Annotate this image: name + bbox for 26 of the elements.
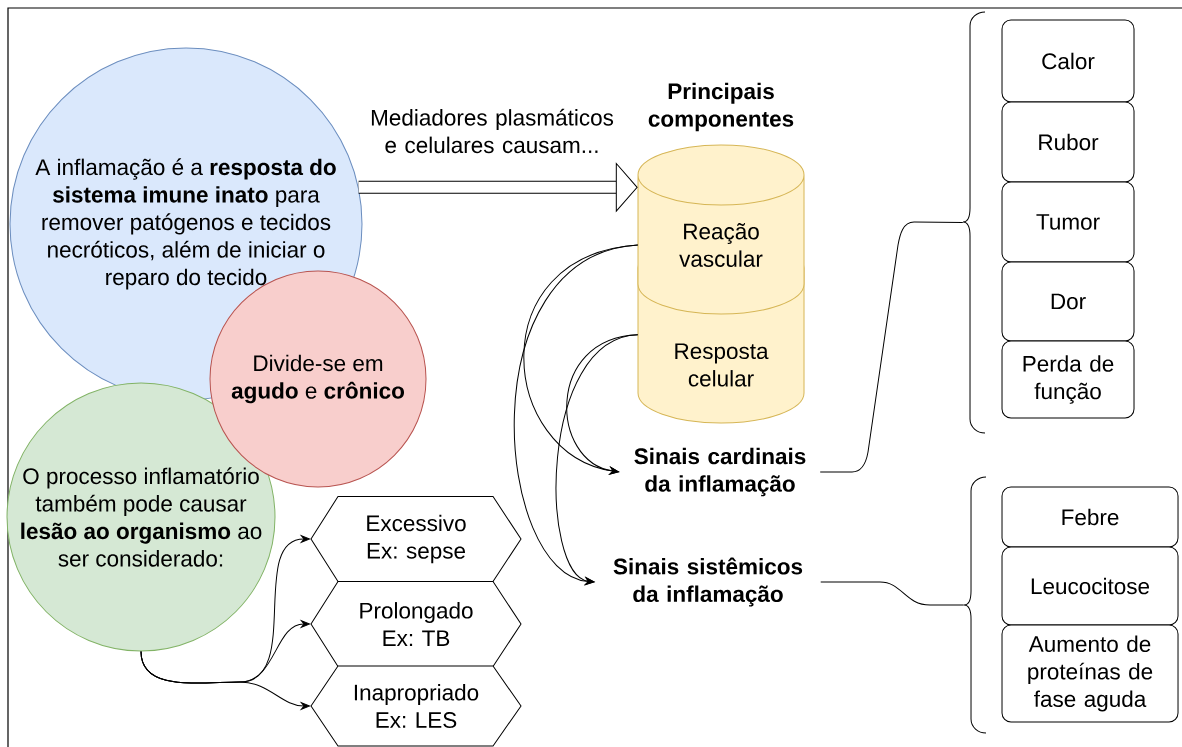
curved-arrow xyxy=(140,651,310,710)
sign-box: Aumento de proteínas de fase aguda xyxy=(1001,624,1179,723)
curly-brace xyxy=(962,11,986,434)
curved-arrow xyxy=(555,334,639,585)
curved-arrow xyxy=(513,244,639,586)
cylinder-section: Reação vascular xyxy=(637,144,805,315)
heading-text: Principais componentes xyxy=(648,82,794,132)
connector-line xyxy=(820,581,965,606)
sign-box: Dor xyxy=(1001,261,1135,342)
hexagon-box: Inapropriado Ex: LES xyxy=(310,665,522,747)
node-label: Resposta celular xyxy=(675,343,769,387)
category-label: Sinais sistêmicos da inflamação xyxy=(613,557,803,607)
sign-box: Leucocitose xyxy=(1001,546,1179,626)
connector-line xyxy=(819,221,964,473)
hexagon-box: Prolongado Ex: TB xyxy=(310,581,522,667)
node-label: Leucocitose xyxy=(1031,577,1150,595)
sign-box: Perda de função xyxy=(1001,340,1135,419)
curly-brace xyxy=(963,476,987,734)
sign-box: Febre xyxy=(1001,486,1179,548)
category-label: Sinais cardinais da inflamação xyxy=(634,447,806,497)
node-label: Inapropriado Ex: LES xyxy=(354,683,479,729)
hexagon-box: Excessivo Ex: sepse xyxy=(310,496,522,582)
sign-box: Rubor xyxy=(1001,101,1135,183)
sign-box: Calor xyxy=(1001,19,1135,103)
sign-box: Tumor xyxy=(1001,181,1135,263)
block-arrow xyxy=(358,163,638,212)
